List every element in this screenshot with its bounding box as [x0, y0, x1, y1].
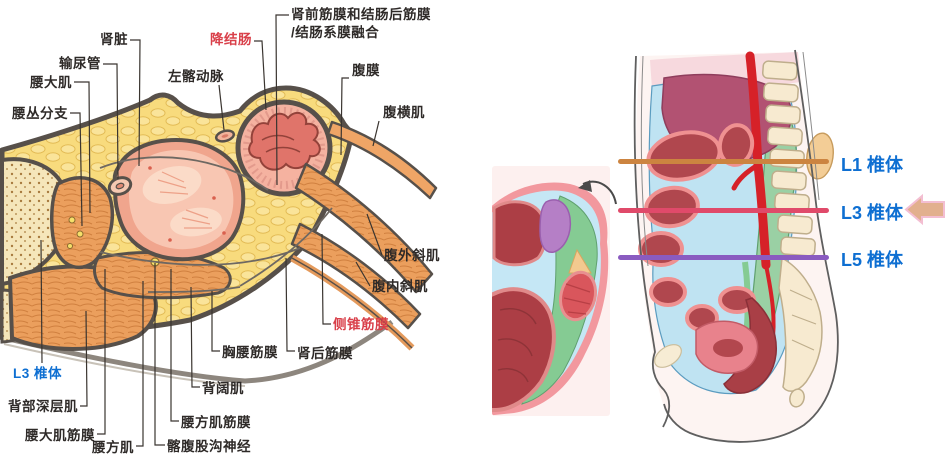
label-descending-colon: 降结肠: [210, 32, 252, 47]
leader-l3-vertebra: [40, 239, 43, 364]
label-psoas-major: 腰大肌: [30, 75, 72, 90]
label-ilioinguinal-nerve: 髂腹股沟神经: [167, 439, 251, 454]
label-l3-level: L3 椎体: [841, 203, 904, 223]
nerve-dot: [67, 243, 73, 249]
leader-latissimus: [190, 286, 200, 388]
label-quadratus-fascia: 腰方肌筋膜: [181, 415, 251, 430]
leader-ureter: [103, 63, 119, 180]
leader-left-iliac-artery: [218, 84, 225, 131]
label-prerenal-fascia-line2: /结肠系膜融合: [291, 25, 380, 40]
label-l5-level: L5 椎体: [841, 250, 904, 270]
leader-descending-colon: [254, 40, 267, 111]
anterior-renal-fascia: [99, 156, 269, 191]
label-ureter: 输尿管: [59, 56, 101, 71]
skin-curve: [3, 319, 394, 384]
leader-peritoneum: [340, 77, 349, 156]
label-kidney: 肾脏: [100, 32, 128, 47]
leader-psoas-fascia: [97, 269, 106, 435]
leader-lateroconal: [321, 233, 331, 325]
bowel-loops: [638, 123, 756, 332]
label-transversus: 腹横肌: [383, 105, 425, 120]
leader-lumbar-plexus: [70, 112, 83, 227]
label-internal-oblique: 腹内斜肌: [372, 279, 428, 294]
leader-deep-back: [80, 310, 88, 407]
posterior-renal-fascia: [99, 247, 301, 266]
inset-duodenum: [539, 199, 572, 253]
label-quadratus-lumborum: 腰方肌: [92, 440, 134, 455]
label-left-iliac-artery: 左髂动脉: [168, 69, 224, 84]
fascia-lines: [99, 156, 333, 293]
label-lumbar-plexus: 腰丛分支: [12, 106, 68, 121]
label-thoracolumbar-fascia: 胸腰筋膜: [222, 345, 278, 360]
l3-level-line: [618, 208, 829, 213]
lateroconal-fascia-line: [239, 207, 333, 287]
leader-ilioinguinal: [154, 263, 165, 446]
nerve-dot: [68, 216, 76, 224]
label-deep-back-muscles: 背部深层肌: [8, 399, 78, 414]
label-lateroconal-fascia: 侧锥筋膜: [333, 317, 389, 332]
inset-colon: [492, 287, 556, 412]
leader-kidney: [130, 39, 141, 167]
l3-pointer-arrow-icon: [904, 193, 945, 226]
transversus-band: [326, 120, 438, 200]
l5-level-line: [618, 255, 829, 260]
leader-internal-oblique: [355, 261, 371, 287]
nerve-dot: [76, 230, 84, 238]
leader-external-oblique: [366, 213, 383, 256]
axial-section-illustration: [0, 14, 438, 447]
label-psoas-fascia: 腰大肌筋膜: [25, 428, 95, 443]
leader-retrorenal: [285, 257, 295, 352]
sacrum: [778, 256, 823, 392]
internal-external-band: [294, 162, 434, 294]
leader-quadratus: [136, 281, 144, 447]
abdominal-wall-bands: [290, 120, 438, 351]
inset-panel: [492, 166, 617, 416]
curved-arrow-head: [578, 180, 592, 192]
leader-prerenal-fascia: [275, 14, 289, 186]
coccyx: [789, 388, 805, 408]
pubic-bone: [654, 344, 682, 368]
label-external-oblique: 腹外斜肌: [384, 248, 440, 263]
label-l3-vertebral-body: L3 椎体: [13, 366, 63, 381]
label-prerenal-fascia-line1: 肾前筋膜和结肠后筋膜: [291, 7, 431, 22]
leader-psoas-major: [74, 81, 91, 214]
inset-psoas: [559, 270, 597, 322]
thoracolumbar-fascia-line: [147, 286, 241, 293]
label-peritoneum: 腹膜: [352, 63, 380, 78]
l1-level-line: [618, 159, 829, 164]
inset-kidney: [492, 200, 547, 267]
label-l1-level: L1 椎体: [841, 155, 904, 175]
oblique-band: [290, 222, 422, 330]
leader-lines: [40, 14, 383, 447]
label-retrorenal-fascia: 肾后筋膜: [297, 346, 353, 361]
label-latissimus-dorsi: 背阔肌: [202, 381, 244, 396]
leader-quadratus-fascia: [170, 269, 179, 422]
leader-transversus: [372, 120, 380, 147]
leader-thoracolumbar: [211, 291, 220, 352]
